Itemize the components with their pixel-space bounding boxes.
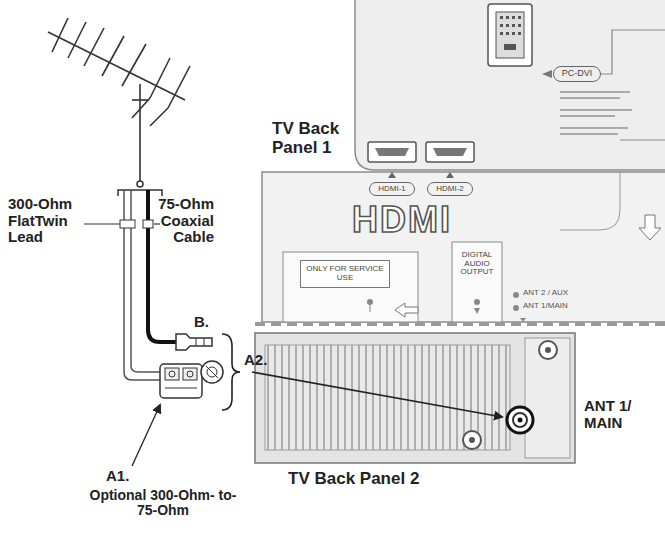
port-text: PC-DVI bbox=[562, 69, 593, 79]
port-text: ONLY FOR SERVICE USE bbox=[304, 265, 386, 283]
port-label: HDMI-1 bbox=[369, 182, 415, 196]
callout-label: TV Back Panel 1 bbox=[272, 120, 352, 157]
logo-text: HDMI bbox=[352, 200, 452, 240]
callout-label: 300-Ohm FlatTwin Lead bbox=[8, 196, 82, 246]
port-label: PC-DVI bbox=[553, 66, 601, 82]
port-text: HDMI-2 bbox=[436, 185, 464, 194]
callout-label: TV Back Panel 2 bbox=[288, 470, 419, 489]
callout-label: A2. bbox=[244, 352, 267, 369]
port-text: DIGITAL AUDIO OUTPUT bbox=[457, 251, 497, 277]
port-label: DIGITAL AUDIO OUTPUT bbox=[454, 246, 500, 282]
callout-label: ANT 1/ MAIN bbox=[584, 398, 658, 431]
callout-label: B. bbox=[194, 314, 209, 331]
callout-label: Optional 300-Ohm- to-75-Ohm bbox=[88, 488, 238, 519]
port-text: HDMI-1 bbox=[378, 185, 406, 194]
port-label: HDMI-2 bbox=[427, 182, 473, 196]
port-label: ONLY FOR SERVICE USE bbox=[300, 260, 390, 288]
port-name: ANT 2 / AUX bbox=[523, 289, 568, 298]
callout-label: A1. bbox=[106, 468, 129, 485]
callout-label: 75-Ohm Coaxial Cable bbox=[150, 196, 214, 246]
port-name: ANT 1/MAIN bbox=[523, 302, 568, 311]
